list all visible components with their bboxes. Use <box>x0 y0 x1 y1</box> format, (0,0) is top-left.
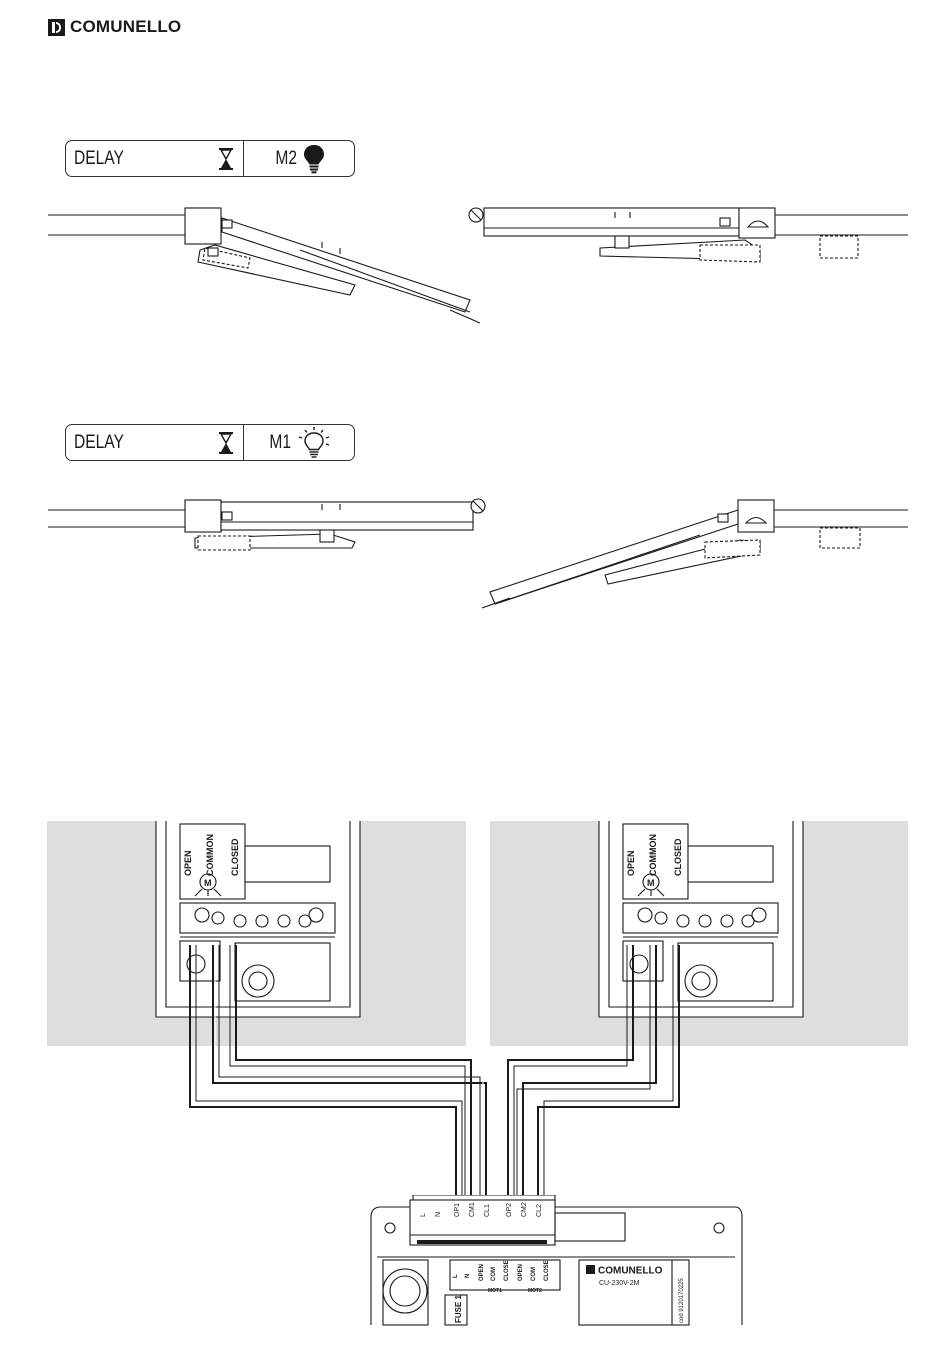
sub-label-open2: OPEN <box>518 1264 524 1281</box>
controller-logo-icon <box>586 1265 595 1274</box>
sub-label-com1: COM <box>491 1267 497 1281</box>
terminal-op1: OP1 <box>454 1203 461 1217</box>
mot1-label: MOT1 <box>488 1288 502 1294</box>
terminal-cm2: CM2 <box>521 1202 528 1217</box>
controller-serial: cod 9120170225 <box>679 1278 685 1323</box>
fuse-label: FUSE 1 <box>454 1294 463 1323</box>
terminal-l: L <box>420 1213 427 1217</box>
terminal-op2: OP2 <box>506 1203 513 1217</box>
sub-label-l: L <box>453 1274 459 1278</box>
sub-label-n: N <box>465 1274 471 1278</box>
sub-label-open1: OPEN <box>479 1264 485 1281</box>
terminal-cl1: CL1 <box>484 1204 491 1217</box>
controller-brand: COMUNELLO <box>598 1266 663 1277</box>
sub-label-close2: CLOSE <box>544 1260 550 1281</box>
control-unit: L N OP1 CM1 CL1 OP2 CM2 CL2 L N OPEN COM… <box>365 1195 765 1355</box>
terminal-cl2: CL2 <box>536 1204 543 1217</box>
controller-model: CU-230V-2M <box>599 1280 640 1287</box>
terminal-n: N <box>435 1212 442 1217</box>
sub-label-com2: COM <box>531 1267 537 1281</box>
terminal-cm1: CM1 <box>469 1202 476 1217</box>
sub-label-close1: CLOSE <box>504 1260 510 1281</box>
mot2-label: MOT2 <box>528 1288 542 1294</box>
